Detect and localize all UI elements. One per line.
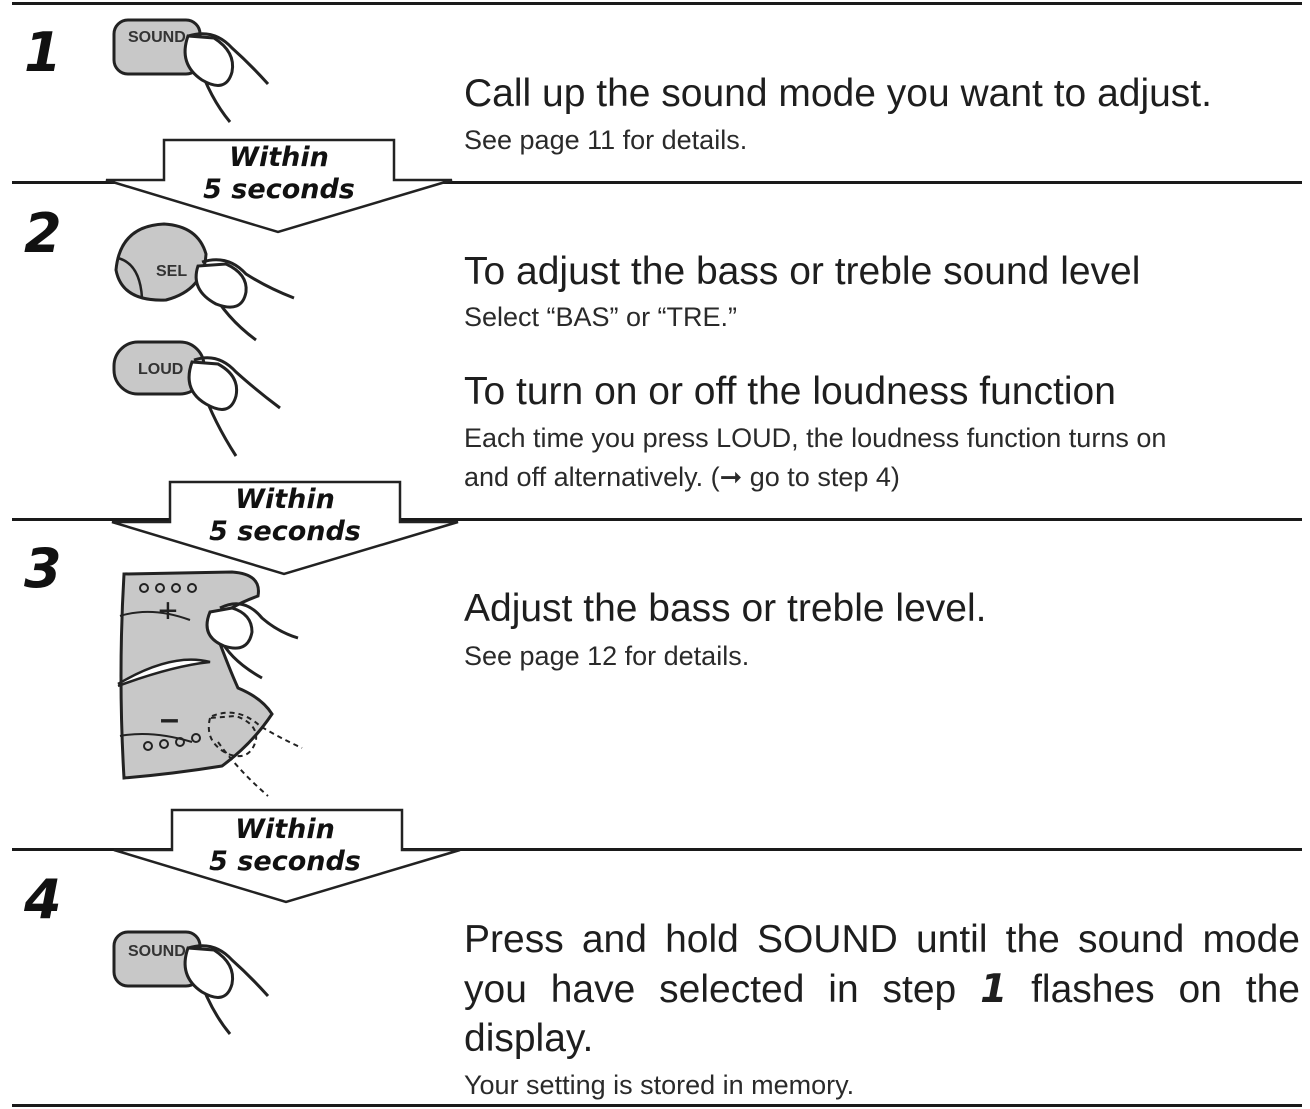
arrow-3-line2: 5 seconds: [209, 846, 361, 878]
arrow-1-line2: 5 seconds: [203, 174, 355, 206]
within-5-seconds-arrow-3: [113, 808, 461, 904]
arrow-2-line2: 5 seconds: [209, 516, 361, 548]
step-1-detail: See page 11 for details.: [464, 125, 748, 155]
step-4-number: 4: [24, 868, 62, 931]
step-2-bass-detail: Select “BAS” or “TRE.”: [464, 302, 738, 332]
sound-button-label-step4: SOUND: [128, 943, 186, 960]
bottom-divider: [12, 1104, 1302, 1107]
plus-label: +: [158, 592, 178, 630]
step-1-number: 1: [24, 21, 62, 84]
sel-button-press-icon: SEL: [114, 222, 295, 342]
step-2-loud-heading: To turn on or off the loudness function: [464, 370, 1116, 413]
loud-button-press-icon: LOUD: [112, 340, 281, 457]
sound-button-hold-icon: SOUND: [112, 930, 270, 1035]
within-5-seconds-arrow-2: [111, 480, 459, 576]
divider-2-3: [12, 518, 1302, 521]
step-4-heading-step-ref: 1: [980, 966, 1008, 1012]
step-3-detail: See page 12 for details.: [464, 641, 750, 671]
step-2-bass-heading: To adjust the bass or treble sound level: [464, 250, 1141, 293]
within-5-seconds-arrow-1: [105, 138, 453, 234]
plus-minus-control-press-icon: + –: [117, 570, 303, 797]
step-3-heading: Adjust the bass or treble level.: [464, 587, 987, 630]
step-4-heading-part2: flashes on the display.: [464, 967, 1300, 1061]
top-divider: [12, 2, 1302, 5]
loud-button-label: LOUD: [138, 361, 183, 378]
arrow-2-line1: Within: [235, 484, 335, 515]
step-2-number: 2: [24, 202, 62, 265]
arrow-2-label: Within 5 seconds: [200, 484, 370, 549]
arrow-3-line1: Within: [235, 814, 335, 845]
step-1-heading: Call up the sound mode you want to adjus…: [464, 72, 1212, 115]
sound-button-press-icon: SOUND: [112, 18, 270, 123]
step-4-heading-part1: Press and hold SOUND until the sound mod…: [464, 918, 1300, 1011]
arrow-3-label: Within 5 seconds: [200, 814, 370, 879]
arrow-1-label: Within 5 seconds: [194, 142, 364, 207]
divider-3-4: [12, 848, 1302, 851]
step-4-detail: Your setting is stored in memory.: [464, 1070, 855, 1100]
arrow-1-line1: Within: [229, 142, 329, 173]
sound-button-label: SOUND: [128, 29, 186, 46]
step-2-loud-detail-line1: Each time you press LOUD, the loudness f…: [464, 423, 1167, 453]
sel-button-label: SEL: [156, 263, 187, 280]
minus-label: –: [160, 700, 179, 738]
divider-1-2: [12, 181, 1302, 184]
step-3-number: 3: [24, 537, 62, 600]
step-4-heading: Press and hold SOUND until the sound mod…: [464, 915, 1300, 1064]
step-2-loud-detail-line2: and off alternatively. (➞ go to step 4): [464, 462, 900, 492]
